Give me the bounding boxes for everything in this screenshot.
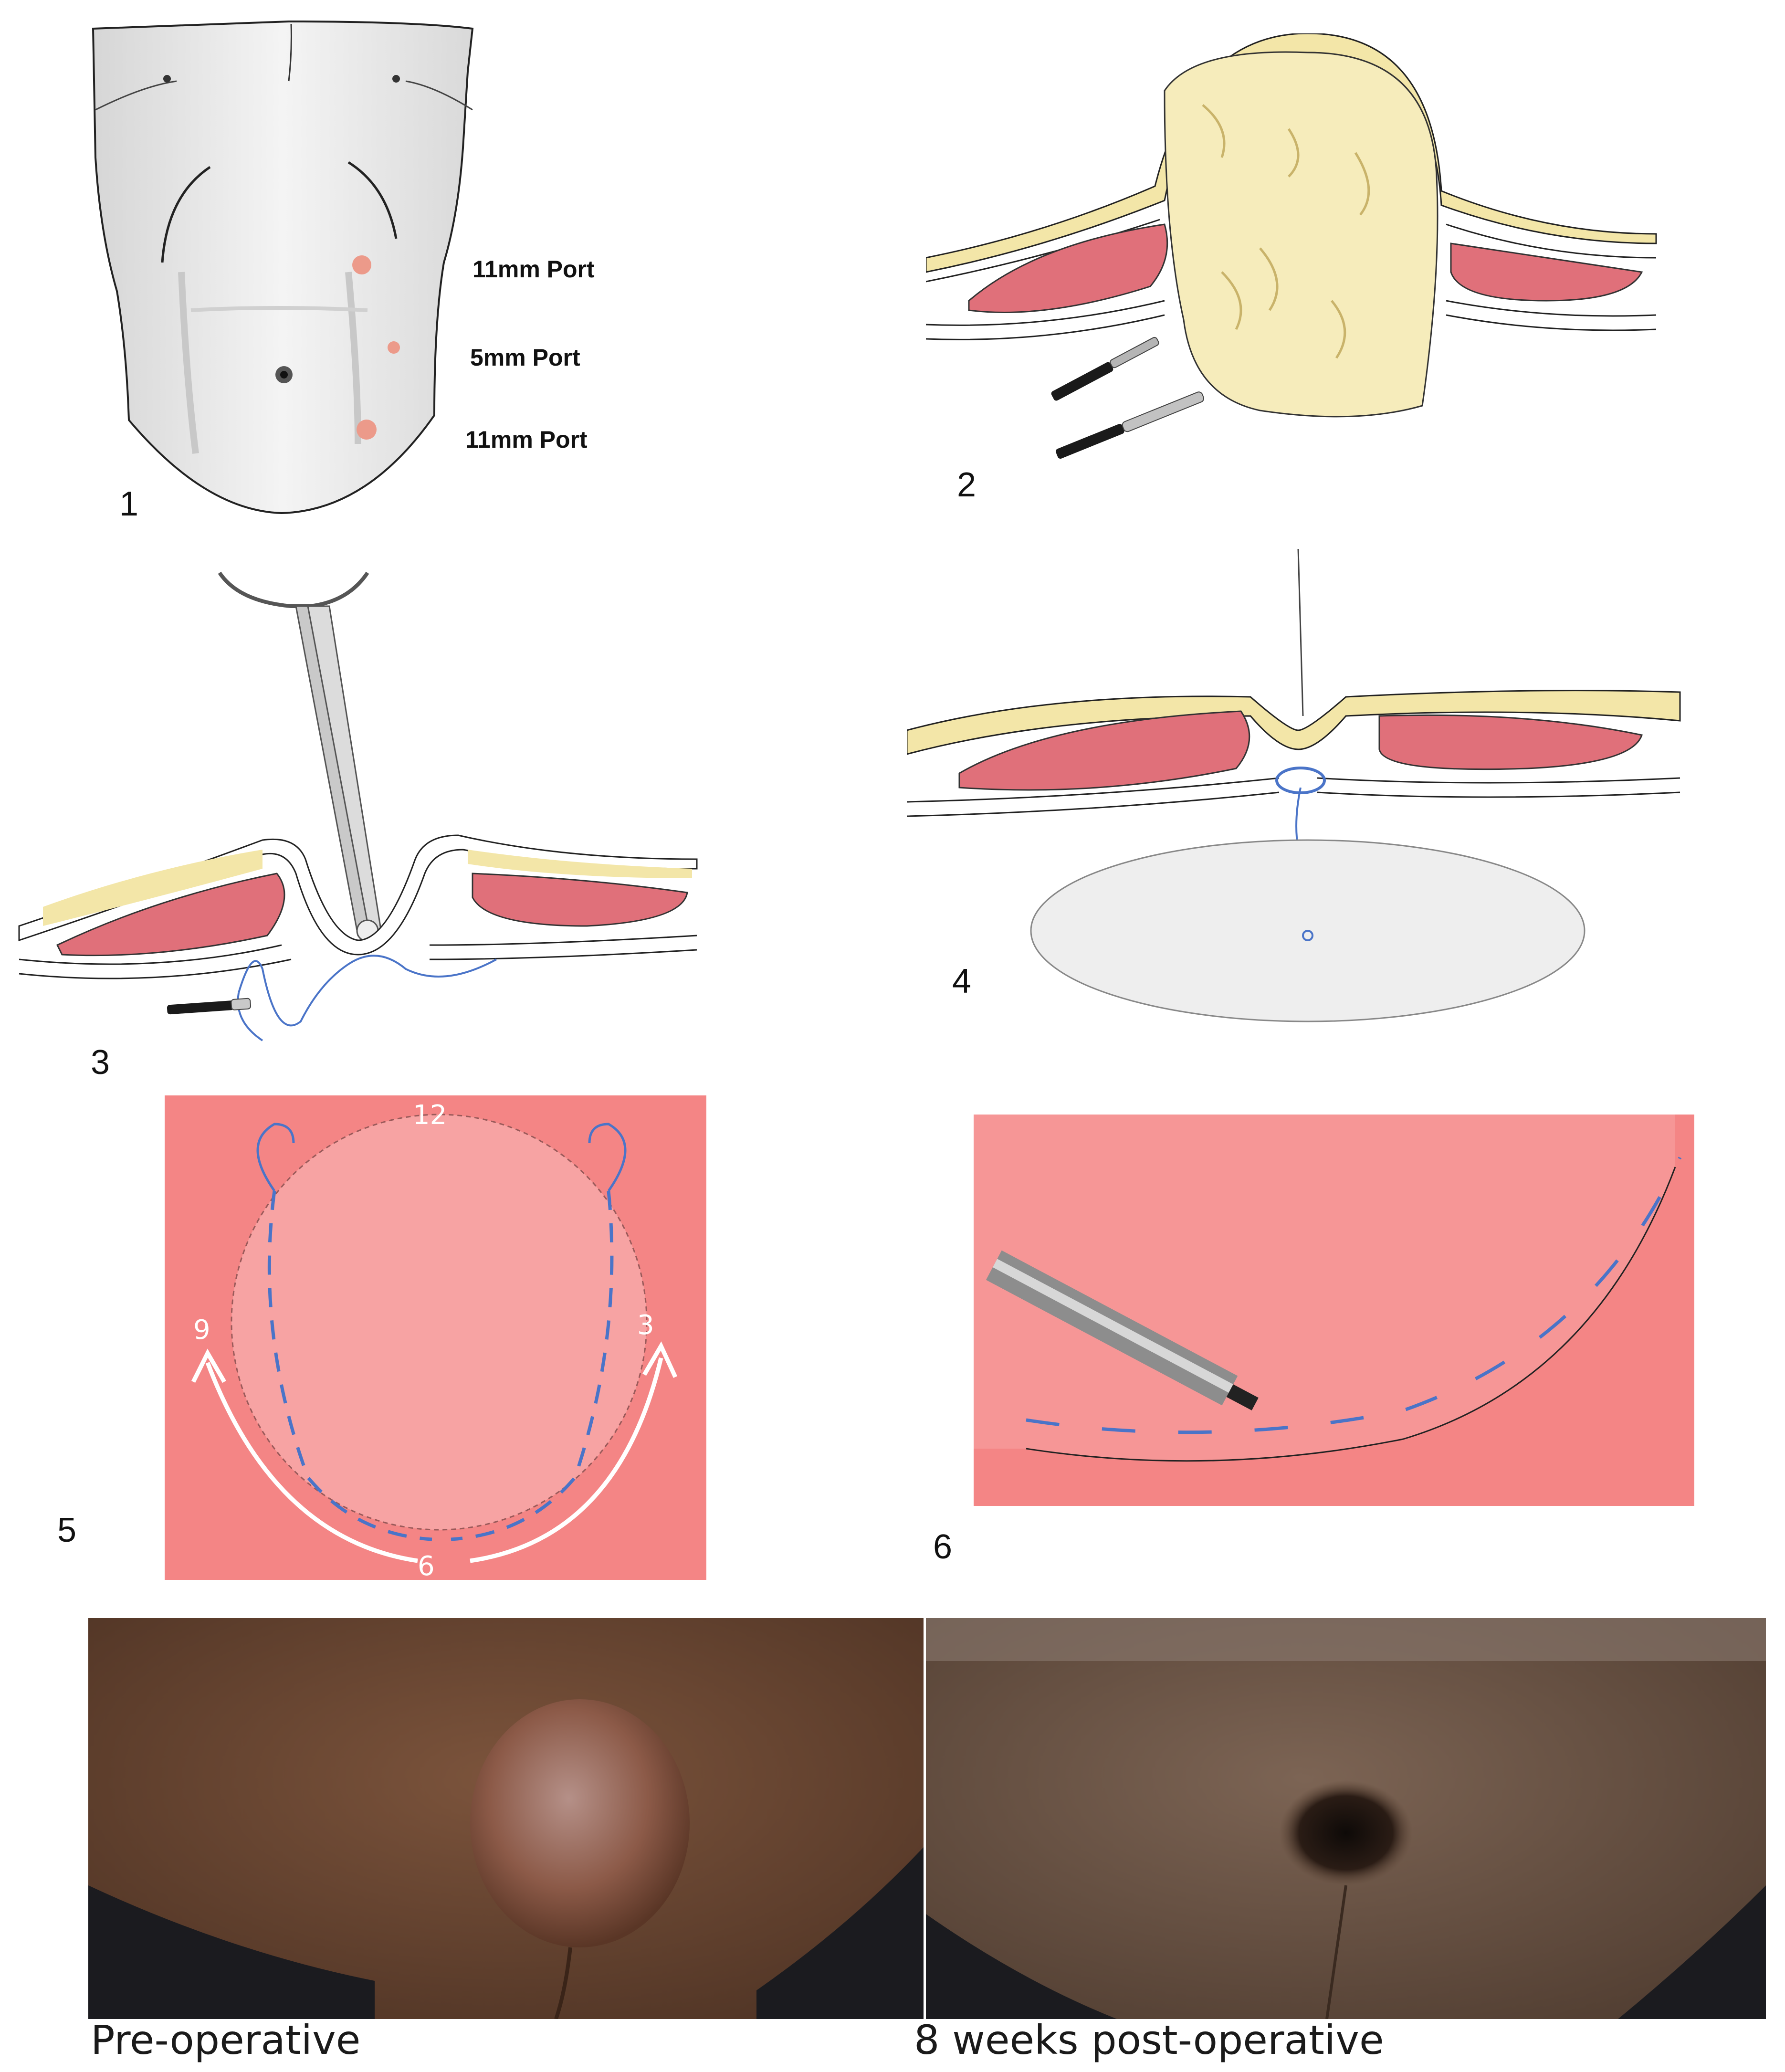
umbilical-hernia-bulge xyxy=(470,1699,690,1947)
mesh-cross-section xyxy=(907,549,1690,1036)
panel-number-6: 6 xyxy=(933,1527,952,1567)
port-marker-upper xyxy=(352,255,371,274)
sac-cross-section xyxy=(926,33,1670,463)
mesh-disc xyxy=(231,1115,647,1530)
pre-operative-photo xyxy=(88,1618,924,2019)
panel-5-mesh-fixation: 12 3 6 9 xyxy=(165,1095,706,1580)
suture-thread xyxy=(239,956,496,1025)
tacker-diagram xyxy=(974,1115,1694,1506)
port-marker-lower xyxy=(357,420,377,440)
nipple-left xyxy=(163,75,171,83)
healed-umbilicus xyxy=(1279,1780,1413,1885)
grasper-lower xyxy=(1055,391,1205,460)
panel-number-3: 3 xyxy=(91,1043,110,1082)
panel-number-5: 5 xyxy=(57,1511,76,1550)
panel-number-1: 1 xyxy=(119,484,138,524)
clock-mark-3: 3 xyxy=(637,1310,654,1341)
clock-mark-12: 12 xyxy=(413,1100,447,1131)
panel-number-4: 4 xyxy=(952,962,971,1001)
panel-1-port-placement: 11mm Port 5mm Port 11mm Port xyxy=(72,14,644,530)
muscle-right xyxy=(472,873,687,926)
panel-number-2: 2 xyxy=(957,465,976,505)
panel-2-sac-dissection xyxy=(926,33,1670,463)
caption-pre-operative: Pre-operative xyxy=(91,2017,360,2063)
port-label-upper: 11mm Port xyxy=(472,255,595,283)
panel-6-tacker-fixation xyxy=(974,1115,1694,1506)
clock-mark-6: 6 xyxy=(418,1551,435,1580)
needle-driver xyxy=(167,998,251,1014)
port-label-middle: 5mm Port xyxy=(470,344,580,371)
clock-mark-9: 9 xyxy=(193,1315,210,1346)
closure-cross-section xyxy=(14,563,702,1069)
grasper-upper xyxy=(1050,337,1161,402)
torso-outline xyxy=(93,21,472,513)
caption-post-operative: 8 weeks post-operative xyxy=(914,2017,1384,2063)
post-operative-image xyxy=(926,1618,1766,2019)
panel-4-mesh-introduction xyxy=(907,549,1690,1036)
muscle-right xyxy=(1379,715,1642,769)
port-label-lower: 11mm Port xyxy=(465,426,588,453)
post-operative-photo xyxy=(926,1618,1766,2019)
nipple-right xyxy=(392,75,400,83)
pre-operative-image xyxy=(88,1618,924,2019)
port-marker-middle xyxy=(388,341,400,354)
muscle-right xyxy=(1451,243,1642,301)
panel-3-defect-closure xyxy=(14,563,702,1069)
mesh-fixation-diagram: 12 3 6 9 xyxy=(165,1095,706,1580)
muscle-left xyxy=(969,224,1167,312)
